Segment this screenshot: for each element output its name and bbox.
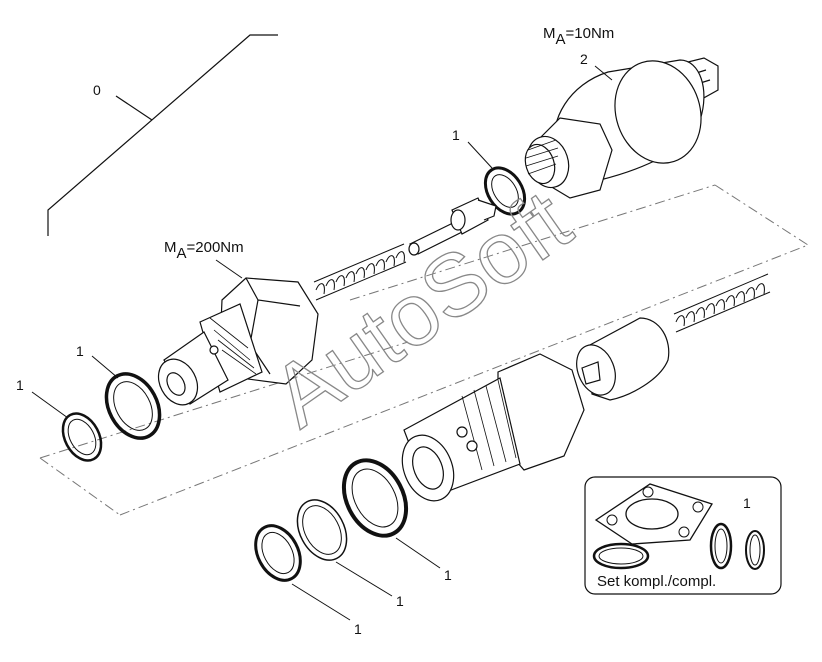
pressure-sensor — [524, 57, 719, 199]
leader-sensor — [594, 65, 613, 81]
label-ring-bottom-middle: 1 — [396, 593, 404, 609]
kit-caption: Set kompl./compl. — [597, 573, 716, 590]
label-ring-left-small: 1 — [16, 377, 24, 393]
piston — [576, 317, 670, 401]
label-assembly-number: 0 — [93, 82, 101, 98]
leader-ring-bottom-left — [291, 583, 351, 621]
label-kit-number: 1 — [743, 495, 751, 511]
o-ring-bottom-left — [254, 524, 302, 582]
right-valve-body — [401, 353, 585, 502]
torque-label-valve: MA=200Nm — [164, 239, 244, 262]
label-ring-bottom-left: 1 — [354, 621, 362, 637]
seal-kit-box: 1 Set kompl./compl. — [584, 476, 782, 595]
torque-valve-sub: A — [177, 245, 187, 262]
assembly-bracket — [47, 34, 278, 236]
o-ring-left-large — [104, 372, 162, 440]
torque-valve-prefix: M — [164, 239, 177, 256]
leader-ring-left-large — [91, 355, 119, 379]
label-sensor-number: 2 — [580, 51, 588, 67]
left-valve-body — [157, 277, 319, 406]
valve-pin — [408, 197, 497, 256]
torque-valve-value: =200Nm — [187, 239, 244, 256]
kit-rings — [592, 522, 765, 570]
leader-valve-torque — [215, 259, 243, 279]
label-ring-bottom-right: 1 — [444, 567, 452, 583]
torque-sensor-value: =10Nm — [566, 25, 615, 42]
leader-ring-top — [467, 141, 493, 169]
flange-gasket — [594, 483, 713, 545]
torque-label-sensor: MA=10Nm — [543, 25, 614, 48]
label-ring-top: 1 — [452, 127, 460, 143]
leader-ring-left-small — [31, 391, 69, 419]
o-ring-bottom-middle — [296, 499, 348, 561]
leader-ring-bottom-middle — [335, 561, 393, 597]
dashed-assembly-outline — [39, 184, 809, 516]
label-ring-left-large: 1 — [76, 343, 84, 359]
spring-lower — [673, 273, 771, 333]
leader-ring-bottom-right — [395, 537, 441, 569]
o-ring-left-small — [61, 412, 103, 462]
torque-sensor-prefix: M — [543, 25, 556, 42]
o-ring-bottom-right — [341, 458, 409, 538]
torque-sensor-sub: A — [556, 31, 566, 48]
o-ring-top — [483, 166, 527, 216]
spring-upper — [313, 243, 407, 301]
